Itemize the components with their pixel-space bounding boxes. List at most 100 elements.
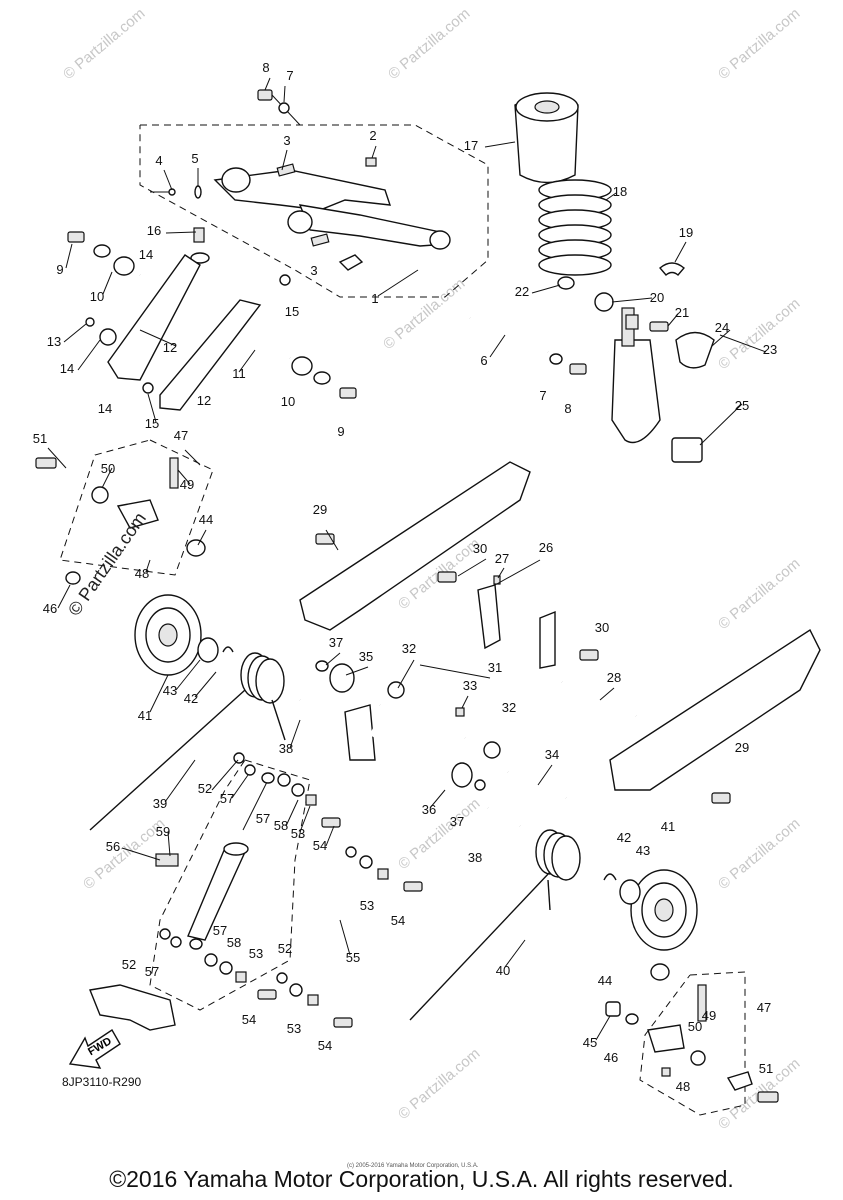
callout-48[interactable]: 48 xyxy=(676,1079,690,1094)
callout-9[interactable]: 9 xyxy=(56,262,63,277)
callout-30[interactable]: 30 xyxy=(595,620,609,635)
callout-46[interactable]: 46 xyxy=(43,601,57,616)
callout-30[interactable]: 30 xyxy=(473,541,487,556)
callout-11[interactable]: 11 xyxy=(232,366,246,381)
callout-20[interactable]: 20 xyxy=(650,290,664,305)
callout-15[interactable]: 15 xyxy=(285,304,299,319)
callout-23[interactable]: 23 xyxy=(763,342,777,357)
callout-44[interactable]: 44 xyxy=(598,973,612,988)
callout-15[interactable]: 15 xyxy=(145,416,159,431)
callout-41[interactable]: 41 xyxy=(661,819,675,834)
callout-29[interactable]: 29 xyxy=(313,502,327,517)
callout-32[interactable]: 32 xyxy=(502,700,516,715)
callout-53[interactable]: 53 xyxy=(360,898,374,913)
callout-1[interactable]: 1 xyxy=(371,291,378,306)
callout-32[interactable]: 32 xyxy=(402,641,416,656)
callout-43[interactable]: 43 xyxy=(163,683,177,698)
callout-54[interactable]: 54 xyxy=(242,1012,256,1027)
callout-6[interactable]: 6 xyxy=(480,353,487,368)
callout-10[interactable]: 10 xyxy=(90,289,104,304)
callout-29[interactable]: 29 xyxy=(735,740,749,755)
callout-57[interactable]: 57 xyxy=(213,923,227,938)
callout-8[interactable]: 8 xyxy=(564,401,571,416)
callout-42[interactable]: 42 xyxy=(617,830,631,845)
callout-53[interactable]: 53 xyxy=(291,826,305,841)
callout-39[interactable]: 39 xyxy=(153,796,167,811)
callout-37[interactable]: 37 xyxy=(450,814,464,829)
callout-12[interactable]: 12 xyxy=(163,340,177,355)
callout-13[interactable]: 13 xyxy=(47,334,61,349)
callout-5[interactable]: 5 xyxy=(191,151,198,166)
callout-7[interactable]: 7 xyxy=(286,68,293,83)
callout-21[interactable]: 21 xyxy=(675,305,689,320)
callout-46[interactable]: 46 xyxy=(604,1050,618,1065)
callout-3[interactable]: 3 xyxy=(283,133,290,148)
callout-27[interactable]: 27 xyxy=(495,551,509,566)
callout-43[interactable]: 43 xyxy=(636,843,650,858)
callout-54[interactable]: 54 xyxy=(313,838,327,853)
callout-54[interactable]: 54 xyxy=(391,913,405,928)
callout-17[interactable]: 17 xyxy=(464,138,478,153)
callout-14[interactable]: 14 xyxy=(139,247,153,262)
callout-53[interactable]: 53 xyxy=(287,1021,301,1036)
callout-14[interactable]: 14 xyxy=(98,401,112,416)
leader-line xyxy=(145,559,151,573)
callout-49[interactable]: 49 xyxy=(702,1008,716,1023)
callout-51[interactable]: 51 xyxy=(33,431,47,446)
callout-33[interactable]: 33 xyxy=(463,678,477,693)
callout-50[interactable]: 50 xyxy=(101,461,115,476)
callout-18[interactable]: 18 xyxy=(613,184,627,199)
callout-57[interactable]: 57 xyxy=(220,791,234,806)
callout-52[interactable]: 52 xyxy=(198,781,212,796)
callout-16[interactable]: 16 xyxy=(147,223,161,238)
callout-48[interactable]: 48 xyxy=(135,566,149,581)
callout-57[interactable]: 57 xyxy=(145,964,159,979)
callout-24[interactable]: 24 xyxy=(715,320,729,335)
callout-58[interactable]: 58 xyxy=(274,818,288,833)
callout-31[interactable]: 31 xyxy=(488,660,502,675)
rear-arm-group-outline xyxy=(139,124,489,298)
callout-34[interactable]: 34 xyxy=(545,747,559,762)
callout-49[interactable]: 49 xyxy=(180,477,194,492)
callout-35[interactable]: 35 xyxy=(359,649,373,664)
callout-54[interactable]: 54 xyxy=(318,1038,332,1053)
callout-4[interactable]: 4 xyxy=(155,153,162,168)
callout-53[interactable]: 53 xyxy=(249,946,263,961)
callout-38[interactable]: 38 xyxy=(468,850,482,865)
callout-7[interactable]: 7 xyxy=(539,388,546,403)
callout-42[interactable]: 42 xyxy=(184,691,198,706)
callout-57[interactable]: 57 xyxy=(256,811,270,826)
callout-58[interactable]: 58 xyxy=(227,935,241,950)
callout-56[interactable]: 56 xyxy=(106,839,120,854)
leader-line xyxy=(231,774,249,799)
callout-44[interactable]: 44 xyxy=(199,512,213,527)
callout-26[interactable]: 26 xyxy=(539,540,553,555)
callout-8[interactable]: 8 xyxy=(262,60,269,75)
callout-28[interactable]: 28 xyxy=(607,670,621,685)
callout-3[interactable]: 3 xyxy=(310,263,317,278)
callout-47[interactable]: 47 xyxy=(174,428,188,443)
callout-14[interactable]: 14 xyxy=(60,361,74,376)
callout-45[interactable]: 45 xyxy=(583,1035,597,1050)
callout-2[interactable]: 2 xyxy=(369,128,376,143)
callout-59[interactable]: 59 xyxy=(156,824,170,839)
callout-41[interactable]: 41 xyxy=(138,708,152,723)
callout-22[interactable]: 22 xyxy=(515,284,529,299)
callout-52[interactable]: 52 xyxy=(122,957,136,972)
leader-line xyxy=(537,764,553,786)
callout-38[interactable]: 38 xyxy=(279,741,293,756)
callout-51[interactable]: 51 xyxy=(759,1061,773,1076)
callout-47[interactable]: 47 xyxy=(757,1000,771,1015)
callout-40[interactable]: 40 xyxy=(496,963,510,978)
callout-52[interactable]: 52 xyxy=(278,941,292,956)
callout-25[interactable]: 25 xyxy=(735,398,749,413)
callout-36[interactable]: 36 xyxy=(422,802,436,817)
callout-37[interactable]: 37 xyxy=(329,635,343,650)
link-arm-right xyxy=(159,299,262,411)
callout-55[interactable]: 55 xyxy=(346,950,360,965)
callout-9[interactable]: 9 xyxy=(337,424,344,439)
callout-19[interactable]: 19 xyxy=(679,225,693,240)
callout-10[interactable]: 10 xyxy=(281,394,295,409)
callout-50[interactable]: 50 xyxy=(688,1019,702,1034)
callout-12[interactable]: 12 xyxy=(197,393,211,408)
